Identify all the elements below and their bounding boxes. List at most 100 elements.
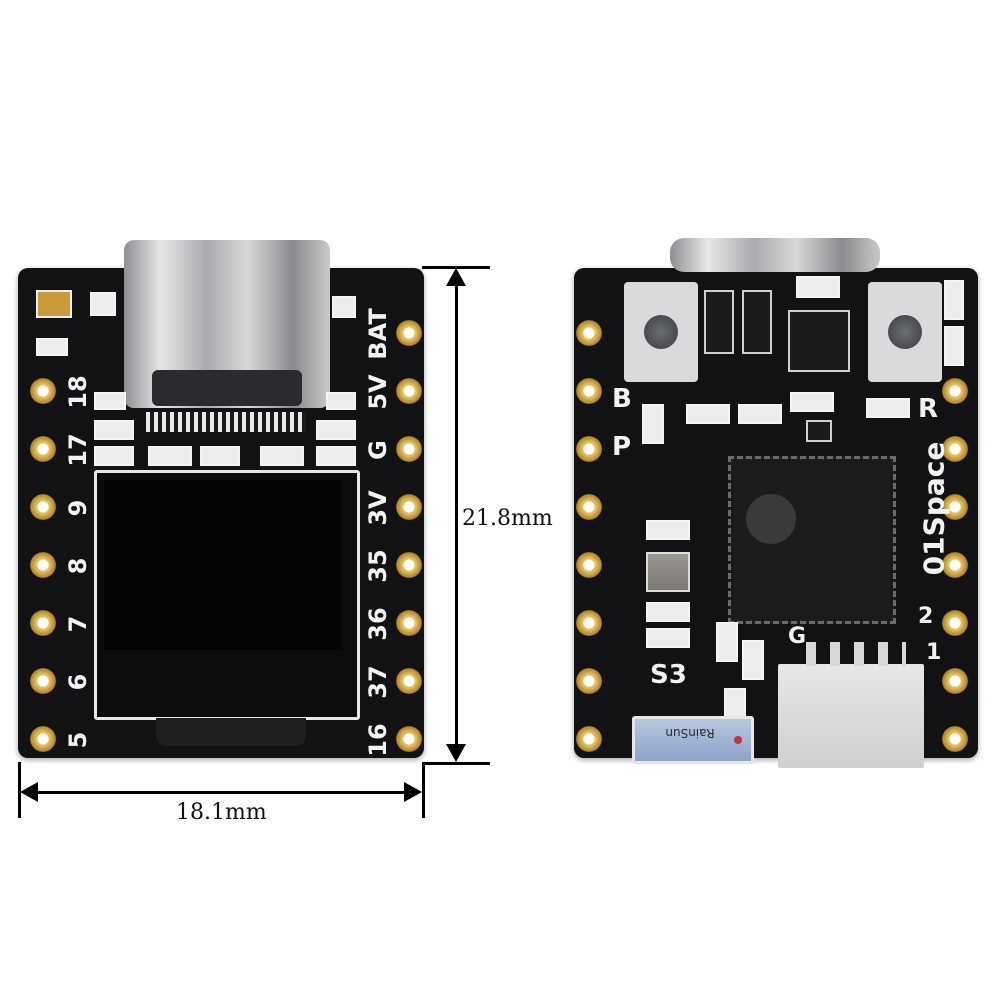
pin-label-left: 7 [64,615,92,633]
pin-pad [576,668,602,694]
smd-component [200,446,240,466]
smd-component [90,292,116,316]
height-dimension-label: 21.8mm [462,506,553,531]
pin-pad [942,726,968,752]
smd-component [866,398,910,418]
led-component [36,290,72,318]
reset-button [868,282,942,382]
dimension-tick-right [422,762,425,818]
pin-label-left: 17 [64,433,92,467]
arrow-down-icon [446,744,466,762]
smd-component [716,622,738,662]
dimension-tick-top [422,266,490,269]
pin-label-left: 6 [64,673,92,691]
pin-label-right: 36 [364,607,392,641]
esp32-s3-chip [728,456,896,624]
pin-pad [942,494,968,520]
label-p: P [612,432,632,462]
usb-c-opening [152,370,302,406]
chip-label-s3: S3 [650,660,687,690]
button-cap [888,315,922,349]
smd-component [316,446,356,466]
height-dimension-line [455,276,458,756]
smd-component [148,446,192,466]
pin-label-right: 3V [364,490,392,526]
arrow-left-icon [20,782,38,802]
width-dimension-label: 18.1mm [176,800,267,825]
pin-pad [396,436,422,462]
label-1: 1 [926,640,942,665]
pin-pad [942,436,968,462]
pin-pad [396,610,422,636]
espressif-logo-icon [746,494,796,544]
antenna-label: RainSun [665,726,715,740]
pin-label-right: G [364,440,392,460]
label-r: R [918,394,939,424]
label-b: B [612,384,632,414]
smd-component [36,338,68,356]
antenna-dot [734,736,742,744]
crystal-component [646,552,690,592]
pin-pad [576,494,602,520]
pin-pad [942,378,968,404]
smd-component [796,276,840,298]
regulator-component [788,310,850,372]
button-cap [644,315,678,349]
pin-pad [30,726,56,752]
pin-pad [30,378,56,404]
ic-component [742,290,772,354]
smd-component [646,520,690,540]
label-2: 2 [918,604,934,629]
pin-pad [576,552,602,578]
pin-label-right: 16 [364,723,392,757]
pin-pad [576,610,602,636]
dimension-tick-bottom [422,762,490,765]
smd-component [790,392,834,412]
pin-pad [396,378,422,404]
pin-label-right: 5V [364,374,392,410]
label-g: G [788,624,807,649]
brand-label: 01Space [917,441,951,576]
pin-label-right: 37 [364,665,392,699]
pin-pad [396,668,422,694]
pin-label-left: 9 [64,499,92,517]
oled-ribbon [156,718,306,746]
ic-component [704,290,734,354]
smd-component [646,628,690,648]
pin-pad [396,726,422,752]
pin-pad [576,436,602,462]
arrow-up-icon [446,268,466,286]
pin-pad [942,668,968,694]
pin-pad [942,552,968,578]
smd-component [260,446,304,466]
smd-component [742,640,764,680]
boot-button [624,282,698,382]
pin-pad [396,494,422,520]
pin-pad [30,494,56,520]
width-dimension-line [26,791,416,794]
smd-component [326,392,356,410]
pin-pad [942,610,968,636]
pin-pad [30,436,56,462]
smd-component [316,420,356,440]
smd-component [738,404,782,424]
oled-screen [104,480,342,650]
usb-c-connector-back [670,238,880,272]
connector-pins [806,642,906,666]
pin-label-right: 35 [364,549,392,583]
transistor-component [806,420,832,442]
smd-component [944,280,964,320]
pin-label-left: 5 [64,731,92,749]
dimension-tick-left [18,762,21,818]
fpc-connector [146,412,306,432]
pin-pad [396,552,422,578]
pin-pad [576,320,602,346]
pin-pad [396,320,422,346]
arrow-right-icon [404,782,422,802]
pin-pad [30,552,56,578]
smd-component [94,446,134,466]
pin-pad [30,668,56,694]
smd-component [94,420,134,440]
smd-component [642,404,664,444]
pin-pad [576,726,602,752]
